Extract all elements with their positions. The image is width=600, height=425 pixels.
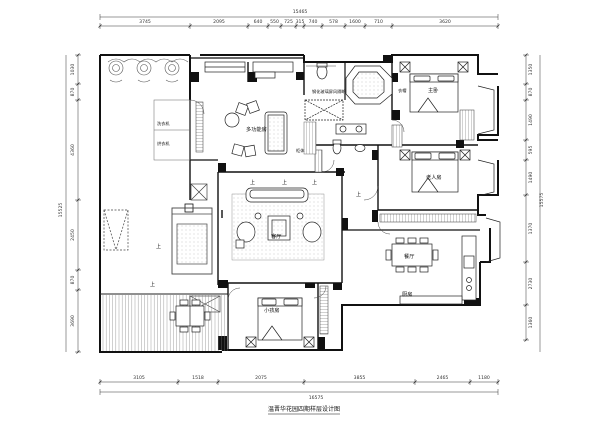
- room-labels: 主卧 衣帽 多功能房 洗衣机 烘衣机 钢化玻璃屏风隔断 柜体 老人房 客厅 餐厅…: [157, 86, 442, 314]
- bottom-dim-3: 2075: [255, 375, 267, 381]
- left-dim-5: 870: [70, 276, 76, 285]
- kids-bed: [245, 297, 315, 348]
- top-dim-9: 1600: [349, 19, 361, 25]
- top-dim-10: 710: [374, 19, 383, 25]
- right-dim-2: 870: [528, 88, 534, 97]
- label-master-bedroom: 主卧: [428, 86, 438, 94]
- elder-bed: [399, 149, 471, 193]
- right-dim-7: 2730: [528, 278, 534, 290]
- right-dim-6: 1370: [528, 223, 534, 235]
- stair-up-4: 上: [156, 243, 161, 250]
- dimension-labels: 15465 16575 15525 15575 3745 2095 640 550 72…: [58, 9, 545, 401]
- right-dim-4: 595: [528, 146, 534, 155]
- left-dim-6: 3690: [70, 315, 76, 327]
- bottom-dim-5: 2465: [437, 375, 449, 381]
- stair-up-labels: 上 上 上 上 上 上: [150, 179, 361, 288]
- top-dim-3: 640: [254, 19, 263, 25]
- stair-up-6: 上: [356, 191, 361, 198]
- terrace-deck: [100, 293, 228, 351]
- right-dim-8: 1360: [528, 317, 534, 329]
- master-bed: [399, 61, 469, 113]
- dimension-lines: [65, 14, 541, 395]
- bottom-dim-6: 1180: [478, 375, 490, 381]
- label-kids-room: 小孩房: [264, 306, 280, 314]
- terrace-dining-set: [169, 299, 211, 333]
- label-dryer: 烘衣机: [157, 140, 170, 147]
- left-dim-1: 1030: [70, 64, 76, 76]
- top-dim-6: 315: [296, 19, 305, 25]
- total-top-dim: 15465: [293, 9, 308, 15]
- garden-trees: [107, 58, 189, 83]
- label-cabinet: 柜体: [296, 147, 305, 154]
- bathroom-fixtures: [304, 62, 393, 155]
- left-dim-2: 870: [70, 88, 76, 97]
- label-cloakroom: 衣帽: [398, 87, 406, 94]
- living-room-furniture: [231, 187, 325, 261]
- bottom-dim-1: 3105: [133, 375, 145, 381]
- multi-function-partition: [153, 99, 317, 161]
- total-bottom-dim: 16575: [309, 395, 324, 401]
- bay-windows: [477, 85, 501, 263]
- top-dim-11: 3620: [439, 19, 451, 25]
- top-dim-8: 578: [329, 19, 338, 25]
- label-kitchen: 厨房: [402, 290, 412, 298]
- top-dim-1: 3745: [139, 19, 151, 25]
- multi-function-furniture: [204, 61, 294, 158]
- terrace-fixtures: [103, 183, 221, 313]
- label-washer: 洗衣机: [157, 120, 170, 127]
- label-glass-partition: 钢化玻璃屏风隔断: [312, 88, 346, 95]
- label-elder-room: 老人房: [426, 173, 442, 181]
- hatched-cabinets: [195, 101, 477, 335]
- right-dim-5: 1490: [528, 172, 534, 184]
- wall-columns: [184, 55, 480, 350]
- drawing-caption: 温晋华花园四期样层设计图: [268, 405, 340, 413]
- right-dim-3: 1490: [528, 114, 534, 126]
- left-dim-3: 4360: [70, 144, 76, 156]
- dining-table: [385, 237, 439, 273]
- right-dim-1: 1350: [528, 64, 534, 76]
- bottom-dim-2: 1518: [192, 375, 204, 381]
- top-dim-5: 725: [284, 19, 293, 25]
- stair-up-3: 上: [312, 179, 317, 186]
- kitchen-counter: [399, 235, 477, 305]
- total-left-dim: 15525: [58, 203, 64, 218]
- left-dim-4: 2450: [70, 229, 76, 241]
- stair-up-2: 上: [282, 179, 287, 186]
- top-dim-4: 550: [270, 19, 279, 25]
- total-right-dim: 15575: [539, 193, 545, 208]
- label-living-room: 客厅: [271, 232, 281, 240]
- label-multi-function: 多功能房: [246, 125, 267, 133]
- top-dim-7: 740: [309, 19, 318, 25]
- stair-up-5: 上: [150, 281, 155, 288]
- stair-up-1: 上: [250, 179, 255, 186]
- label-dining-room: 餐厅: [404, 252, 414, 260]
- bottom-dim-4: 3855: [354, 375, 366, 381]
- top-dim-2: 2095: [213, 19, 225, 25]
- doors: [189, 99, 405, 301]
